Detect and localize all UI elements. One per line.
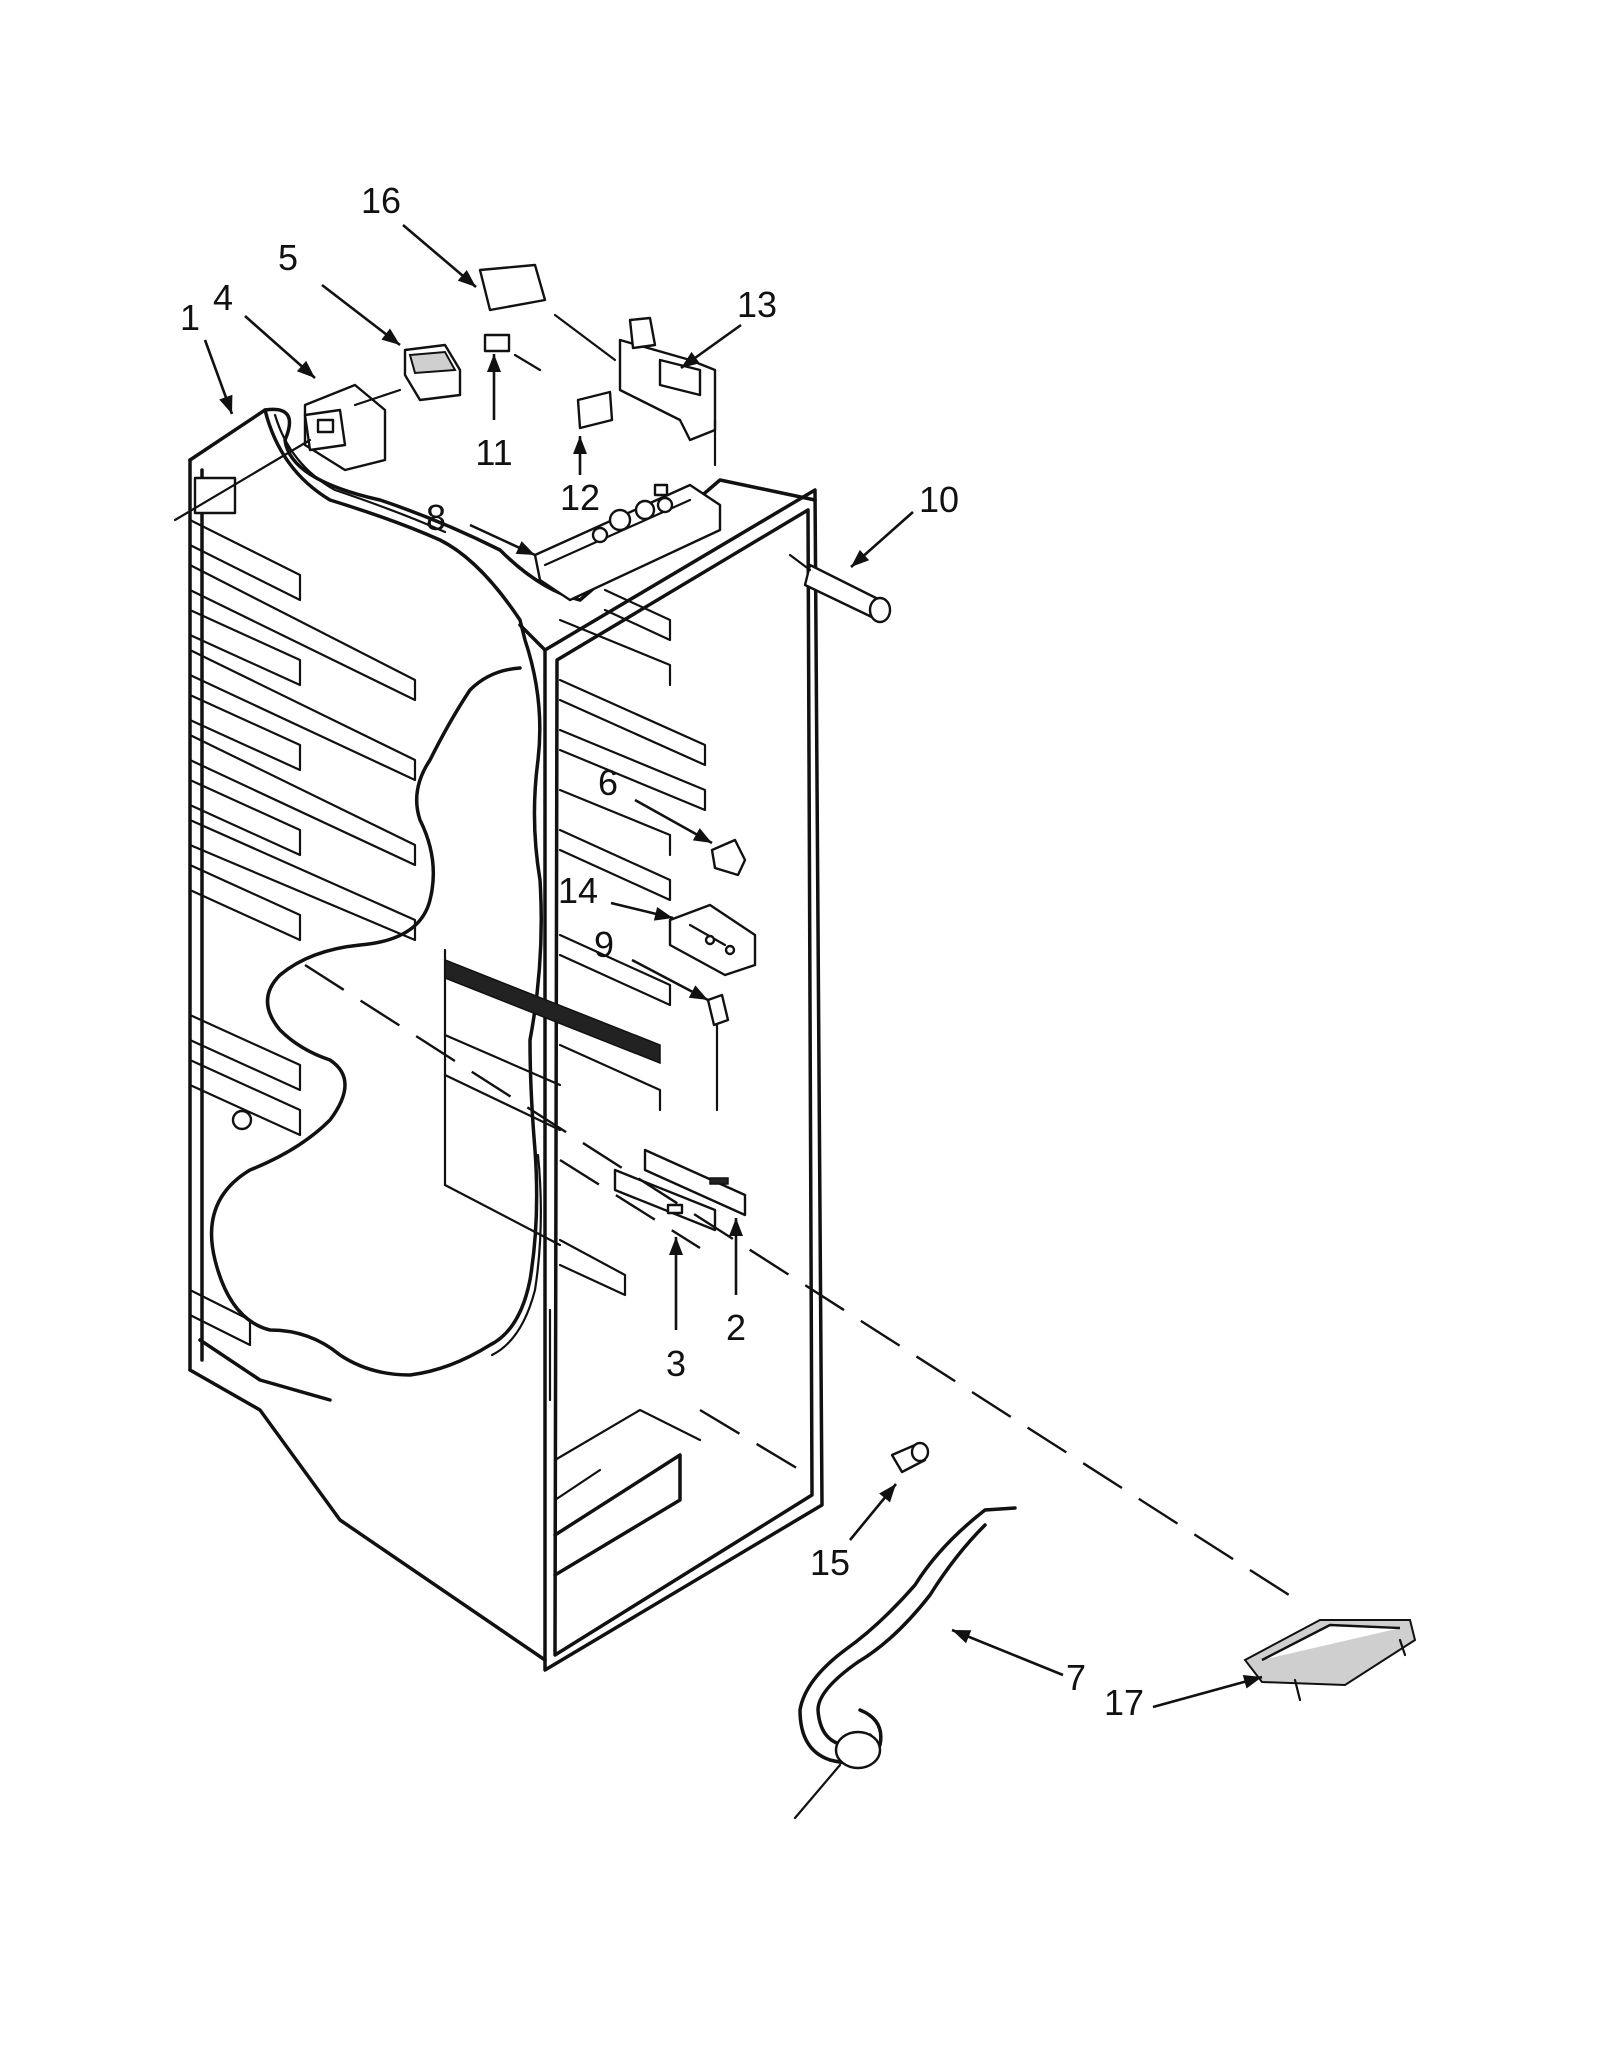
arrowhead (653, 906, 673, 921)
part-10-tube (788, 553, 892, 624)
arrowhead (1242, 1675, 1262, 1689)
part-14-housing (668, 903, 757, 977)
callout-10: 10 (850, 479, 959, 568)
part-12-board (576, 390, 614, 430)
part-9-sensor (706, 993, 730, 1112)
callout-number: 5 (278, 237, 298, 278)
callout-17: 17 (1104, 1675, 1263, 1723)
arrowhead (952, 1630, 972, 1644)
shelf-rails-interior (443, 588, 707, 1297)
arrowhead (487, 354, 501, 372)
arrowhead (573, 436, 587, 454)
callout-number: 13 (737, 284, 777, 325)
arrowhead (729, 1218, 743, 1236)
part-3-plate (613, 1168, 717, 1232)
callout-number: 17 (1104, 1682, 1144, 1723)
callout-12: 12 (560, 436, 600, 518)
part-11-connector (483, 333, 542, 372)
callout-16: 16 (361, 180, 477, 288)
callout-number: 14 (558, 870, 598, 911)
callout-7: 7 (951, 1628, 1086, 1698)
arrowhead (851, 549, 870, 567)
arrowhead (515, 541, 535, 555)
callout-number: 3 (666, 1343, 686, 1384)
arrowhead (296, 360, 315, 378)
part-16-cover (478, 263, 617, 362)
part-7-drain-tube (793, 1506, 1017, 1820)
callout-5: 5 (278, 237, 401, 347)
callout-number: 2 (726, 1307, 746, 1348)
part-8-control-board (533, 483, 722, 602)
callout-number: 12 (560, 477, 600, 518)
callout-1: 1 (180, 297, 234, 415)
callout-number: 15 (810, 1542, 850, 1583)
seal-strip (444, 958, 661, 1065)
arrowhead (457, 270, 476, 287)
arrowhead (219, 394, 233, 414)
callout-14: 14 (558, 870, 674, 921)
callout-number: 7 (1066, 1657, 1086, 1698)
callout-number: 16 (361, 180, 401, 221)
arrowhead (692, 828, 712, 843)
liner-cabinet (188, 407, 824, 1672)
part-15-plug (890, 1441, 930, 1474)
arrowhead (381, 328, 400, 345)
callout-number: 10 (919, 479, 959, 520)
callout-number: 4 (213, 277, 233, 318)
part-6-switch (710, 838, 747, 877)
leader-line (951, 1628, 1064, 1677)
part-2-plate (643, 1148, 747, 1217)
callout-11: 11 (475, 354, 513, 473)
callout-4: 4 (213, 277, 316, 379)
part-4-housing (173, 383, 387, 522)
callout-number: 9 (594, 924, 614, 965)
arrowhead (688, 985, 708, 1000)
leader-line (1152, 1675, 1263, 1709)
callout-number: 6 (598, 762, 618, 803)
callout-number: 11 (475, 432, 512, 473)
callout-6: 6 (598, 762, 713, 845)
callout-number: 8 (426, 497, 446, 538)
assembly-guide-lines (304, 963, 1301, 1604)
callout-number: 1 (180, 297, 200, 338)
callout-9: 9 (594, 924, 709, 1002)
callout-2: 2 (726, 1218, 746, 1348)
callout-8: 8 (426, 497, 536, 557)
callout-13: 13 (680, 284, 777, 370)
arrowhead (681, 351, 700, 368)
callout-3: 3 (666, 1237, 686, 1384)
arrowhead (669, 1237, 683, 1255)
part-5-cover (353, 343, 462, 407)
part-17-cover (1243, 1619, 1417, 1702)
part-13-bracket (618, 316, 717, 467)
shelf-rails-left (188, 476, 417, 1347)
arrowhead (879, 1484, 896, 1503)
callout-15: 15 (810, 1483, 898, 1583)
